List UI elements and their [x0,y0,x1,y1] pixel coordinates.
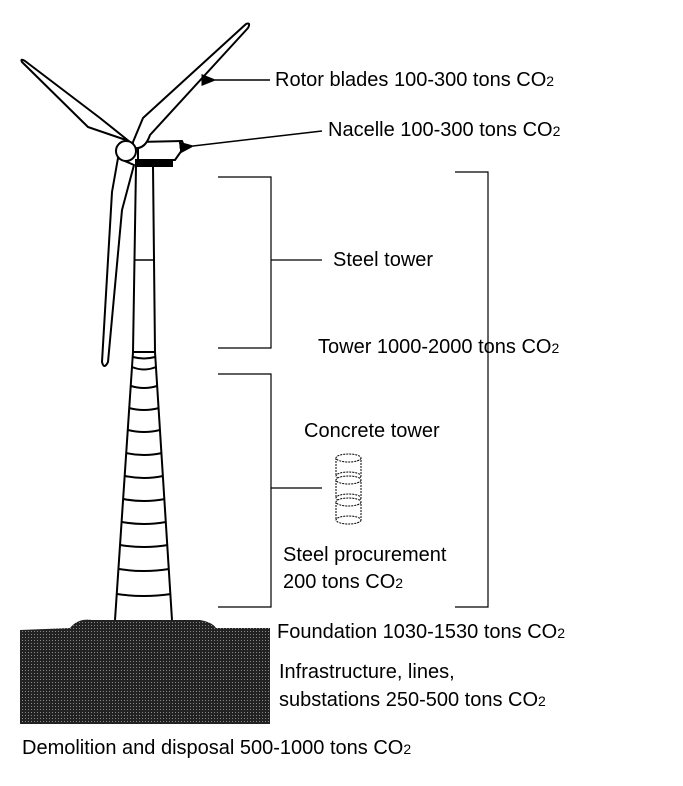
steel-tower-label: Steel tower [333,249,434,271]
brackets [218,171,489,608]
steel-procurement-value: 200 tons CO2 [283,571,404,593]
demolition-label: Demolition and disposal 500-1000 tons CO… [22,737,412,759]
steel-tower-bracket [218,176,272,349]
nacelle-arrow [178,130,323,154]
foundation-ground [20,619,270,724]
tower [114,165,173,621]
nacelle [135,139,184,167]
tower-total-bracket [455,171,489,608]
rotor-blades [20,22,251,367]
concrete-segments-icon [335,453,362,525]
concrete-tower-bracket [218,373,272,608]
infrastructure-value: substations 250-500 tons CO2 [279,689,546,711]
tower-label: Tower 1000-2000 tons CO2 [318,336,560,358]
rotor-blades-label: Rotor blades 100-300 tons CO2 [275,69,555,91]
foundation-label: Foundation 1030-1530 tons CO2 [277,621,565,643]
infrastructure-label: Infrastructure, lines, [279,661,455,683]
hub [115,140,137,162]
nacelle-label: Nacelle 100-300 tons CO2 [328,119,561,141]
steel-procurement-label: Steel procurement [283,544,447,566]
concrete-tower-label: Concrete tower [304,420,440,442]
